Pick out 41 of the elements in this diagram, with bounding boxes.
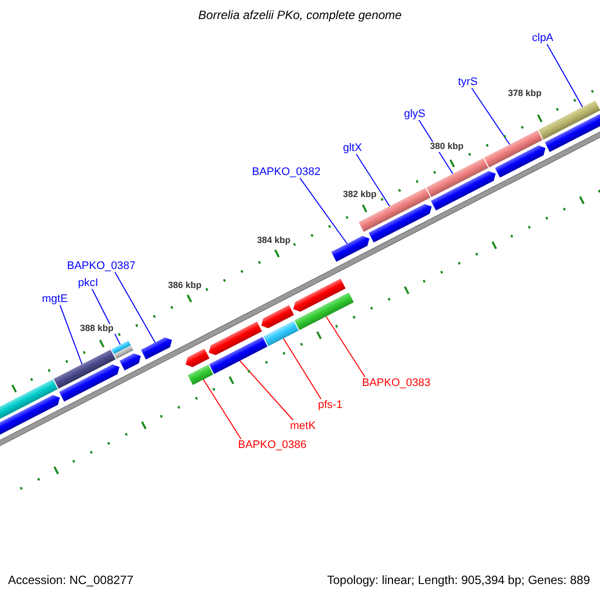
- tick-label: 384 kbp: [256, 236, 292, 246]
- gene-bar: [426, 158, 488, 198]
- genome-info-text: Topology: linear; Length: 905,394 bp; Genes: 889: [327, 574, 590, 588]
- leader-line: [356, 154, 390, 207]
- leader-line: [299, 178, 348, 244]
- tick-label: 378 kbp: [507, 89, 543, 99]
- leader-line: [546, 44, 584, 108]
- gene-label: metK: [290, 420, 316, 432]
- tick-label: 380 kbp: [429, 142, 465, 152]
- gene-label: BAPKO_0382: [252, 166, 320, 178]
- leader-line: [471, 88, 510, 145]
- gene-label: BAPKO_0386: [238, 439, 306, 452]
- leader-line: [239, 360, 294, 420]
- leader-line: [326, 316, 366, 378]
- gene-label: mgtE: [42, 293, 68, 306]
- leader-line: [114, 272, 156, 343]
- gene-label: clpA: [532, 32, 554, 44]
- gene-label: glyS: [404, 108, 426, 120]
- gene-label: tyrS: [458, 76, 478, 88]
- tick-label: 382 kbp: [342, 190, 378, 200]
- gene-bar: [188, 364, 214, 385]
- leader-line: [59, 304, 83, 365]
- gene-label: BAPKO_0383: [362, 377, 430, 390]
- gene-bar: [358, 188, 430, 232]
- map-title: Borrelia afzelii PKo, complete genome: [197, 9, 403, 22]
- leader-line: [202, 378, 242, 440]
- tick-label: 386 kbp: [167, 281, 203, 291]
- gene-segment: [331, 236, 370, 262]
- gene-bar: [538, 100, 600, 140]
- gene-segment: [140, 337, 172, 360]
- gene-label: pkcI: [78, 277, 98, 290]
- gene-bar: [54, 350, 116, 389]
- gene-label: BAPKO_0387: [67, 260, 136, 272]
- tick-label: 388 kbp: [79, 324, 115, 334]
- gene-bar: [484, 130, 542, 168]
- gene-bar: [263, 320, 299, 346]
- leader-line: [282, 338, 322, 400]
- gene-label: pfs-1: [318, 399, 342, 412]
- gene-bar: [111, 340, 134, 359]
- gene-label: gltX: [343, 142, 362, 154]
- accession-text: Accession: NC_008277: [8, 574, 134, 588]
